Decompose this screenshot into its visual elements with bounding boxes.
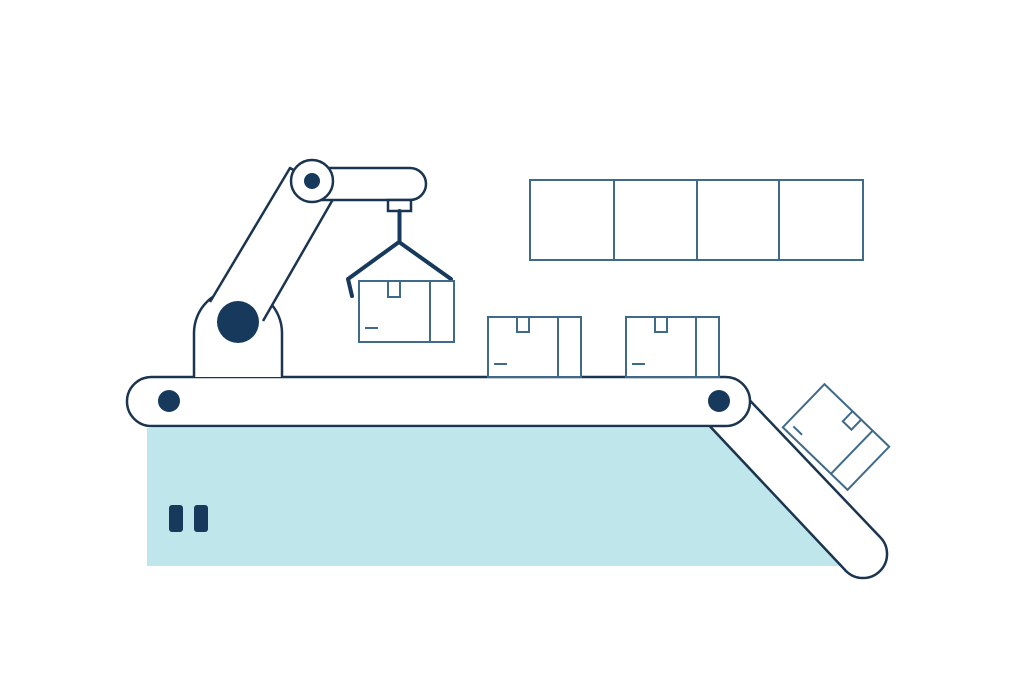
robot-arm-upper-segment (312, 166, 428, 202)
storage-shelf (529, 179, 864, 261)
cardboard-box-icon (487, 316, 582, 378)
machine-base (147, 428, 843, 566)
cardboard-box-icon (781, 382, 891, 492)
robot-base-joint (217, 301, 259, 343)
robot-arm-icon (192, 158, 428, 377)
left-roller (158, 390, 180, 412)
output-conveyor-ramp (702, 386, 889, 580)
right-roller (708, 390, 730, 412)
pause-icon (169, 505, 208, 532)
cardboard-box-icon (625, 316, 720, 378)
robot-elbow-pin (304, 173, 320, 189)
cardboard-box-icon (358, 280, 455, 343)
conveyor-belt-icon (125, 375, 752, 428)
